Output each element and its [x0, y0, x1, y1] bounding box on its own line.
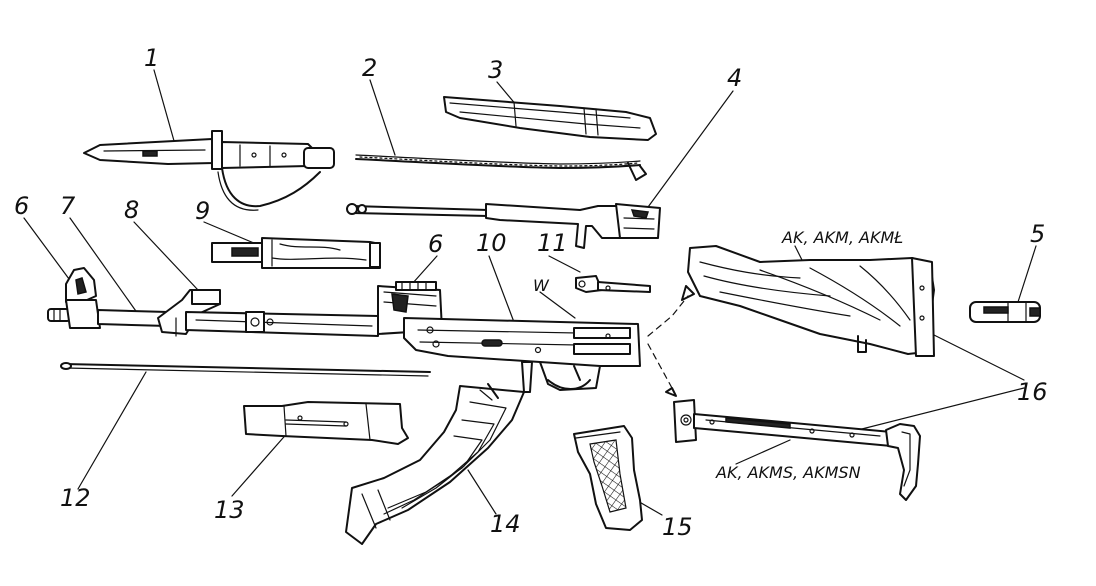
label-13: 13	[214, 496, 245, 524]
label-8: 8	[124, 196, 139, 224]
lower-handguard	[243, 401, 409, 445]
label-10: 10	[476, 229, 507, 257]
receiver-cover	[443, 96, 657, 141]
bayonet	[83, 130, 335, 211]
bolt	[575, 275, 651, 293]
folding-stock	[673, 399, 921, 501]
label-6-front: 6	[14, 192, 29, 220]
pistol-grip	[573, 425, 643, 531]
cleaning-kit-spring	[355, 154, 647, 181]
label-11: 11	[537, 229, 568, 257]
leader-lines	[23, 69, 1037, 516]
label-7: 7	[60, 192, 76, 220]
fixed-stock-caption: AK, AKM, AKMŁ	[781, 228, 903, 247]
label-2: 2	[362, 54, 377, 82]
label-4: 4	[727, 64, 742, 92]
label-6-rear: 6	[428, 230, 443, 258]
bolt-carrier	[346, 203, 661, 249]
barrel-assembly	[47, 267, 443, 337]
label-16: 16	[1017, 378, 1048, 406]
label-14: 14	[490, 510, 521, 538]
label-9: 9	[195, 197, 210, 225]
cleaning-rod	[60, 362, 431, 377]
label-15: 15	[662, 513, 693, 541]
upper-handguard	[211, 237, 381, 269]
label-1: 1	[144, 44, 159, 72]
folding-stock-caption: AK, AKMS, AKMSN	[715, 463, 861, 482]
fixed-stock	[687, 245, 935, 357]
label-12: 12	[60, 484, 91, 512]
magazine	[345, 383, 525, 545]
receiver	[403, 317, 641, 393]
receiver-marker-caption: W	[533, 276, 550, 295]
assembly-arrows	[647, 285, 695, 397]
label-3: 3	[488, 56, 503, 84]
label-5: 5	[1030, 220, 1045, 248]
cleaning-tube	[969, 301, 1041, 323]
